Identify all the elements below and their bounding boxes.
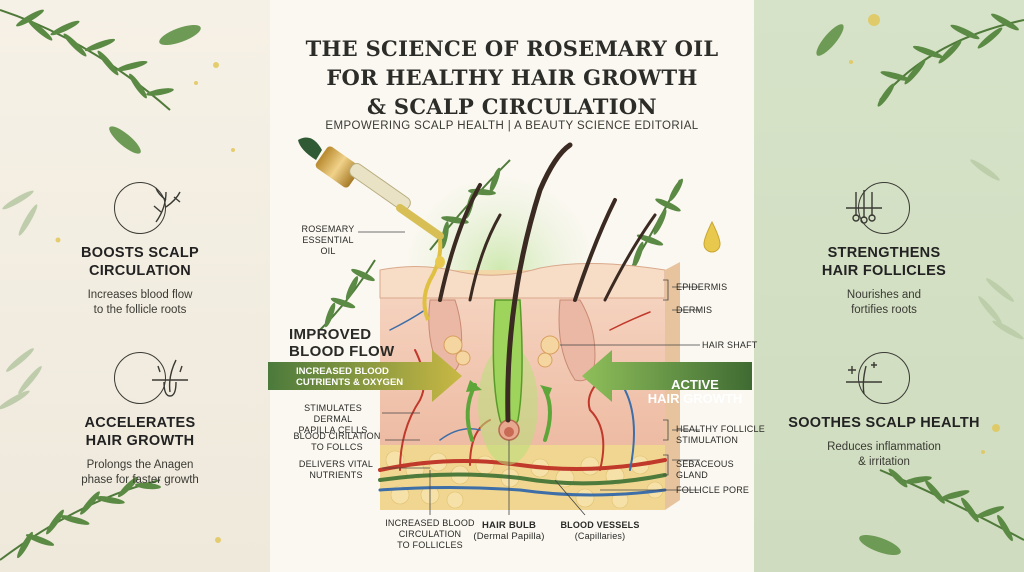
label-follicle-pore: FOLLICLE PORE bbox=[676, 485, 750, 495]
oil-drop-icon bbox=[703, 220, 721, 253]
title-line-2: FOR HEALTHY HAIR GROWTH bbox=[326, 65, 698, 90]
rosemary-sprig-top-right bbox=[877, 13, 1024, 107]
rosemary-sprig-mid-right bbox=[970, 159, 1024, 340]
feature-boosts-circulation: BOOSTS SCALP CIRCULATION Increases blood … bbox=[30, 182, 250, 318]
leaf-decoration bbox=[159, 25, 201, 45]
label-text: NUTRIENTS bbox=[309, 470, 363, 480]
follicle-pockets bbox=[428, 299, 596, 382]
sebaceous-glands bbox=[443, 335, 560, 368]
label-hair-shaft: HAIR SHAFT bbox=[702, 340, 758, 350]
feature-description: Nourishes and bbox=[846, 289, 922, 301]
label-text: CIRCULATION bbox=[398, 529, 462, 539]
feature-description: & irritation bbox=[858, 456, 910, 468]
feature-description: Reduces inflammation bbox=[827, 441, 941, 453]
blood-vessels bbox=[378, 309, 667, 497]
rosemary-sprig-bottom-left bbox=[0, 476, 161, 561]
label-text: HAIR BULB bbox=[481, 520, 537, 531]
feature-description: Prolongs the Anagen bbox=[86, 459, 194, 471]
label-text: GLAND bbox=[676, 470, 709, 480]
rosemary-sprig-mid-left bbox=[0, 190, 42, 410]
label-blood-circulation: BLOOD CIRILATION TO FOLLCS bbox=[290, 431, 384, 453]
feature-icon-frame bbox=[114, 352, 166, 404]
leaf-decoration bbox=[859, 535, 901, 555]
label-text: SEBACEOUS bbox=[676, 459, 734, 469]
label-text: (Capillaries) bbox=[574, 531, 626, 541]
feature-description: to the follicle roots bbox=[93, 304, 187, 316]
feature-title: CIRCULATION bbox=[88, 263, 192, 279]
circulation-arrowhead bbox=[466, 380, 482, 392]
label-text: HAIR GROWTH bbox=[647, 391, 743, 406]
feature-icon-frame bbox=[114, 182, 166, 234]
label-text: BLOOD FLOW bbox=[289, 343, 395, 360]
feature-description: Increases blood flow bbox=[87, 289, 193, 301]
label-text: IMPROVED bbox=[289, 326, 372, 343]
label-text: BLOOD CIRILATION bbox=[293, 431, 381, 441]
label-text: INCREASED BLOOD bbox=[296, 366, 389, 377]
label-text: TO FOLLICLES bbox=[397, 540, 463, 550]
label-sebaceous-gland: SEBACEOUS GLAND bbox=[676, 459, 734, 481]
label-blood-vessels: BLOOD VESSELS (Capillaries) bbox=[560, 520, 640, 542]
label-increased-circulation: INCREASED BLOOD CIRCULATION TO FOLLICLES bbox=[380, 518, 480, 551]
label-increased-nutrients: INCREASED BLOOD CUTRIENTS & OXYGEN bbox=[296, 366, 403, 388]
feature-icon-frame bbox=[858, 352, 910, 404]
label-healthy-follicle: HEALTHY FOLLICLE STIMULATION bbox=[676, 424, 765, 446]
feature-title: HAIR FOLLICLES bbox=[821, 263, 947, 279]
leaf-decoration bbox=[816, 24, 844, 56]
label-text: (Dermal Papilla) bbox=[473, 531, 545, 542]
feature-title: STRENGTHENS bbox=[827, 245, 941, 261]
label-active-hair-growth: ACTIVE HAIR GROWTH bbox=[640, 378, 750, 406]
label-text: CUTRIENTS & OXYGEN bbox=[296, 377, 404, 388]
rosemary-sprig-center-lower-left bbox=[319, 259, 376, 331]
oil-dropper-icon bbox=[298, 137, 445, 321]
page-subtitle: EMPOWERING SCALP HEALTH | A BEAUTY SCIEN… bbox=[325, 120, 699, 132]
label-stimulates-papilla: STIMULATES DERMAL PAPILLA CELLS bbox=[285, 403, 381, 436]
leaf-decoration bbox=[109, 126, 141, 154]
rosemary-sprig-bottom-right bbox=[879, 468, 1024, 542]
label-text: HEALTHY FOLLICLE bbox=[676, 424, 765, 434]
label-text: ACTIVE bbox=[671, 377, 719, 392]
feature-description: fortifies roots bbox=[851, 304, 917, 316]
label-hair-bulb: HAIR BULB (Dermal Papilla) bbox=[469, 520, 549, 542]
feature-title: BOOSTS SCALP bbox=[81, 245, 199, 261]
label-text: ROSEMARY bbox=[301, 224, 355, 234]
label-text: DELIVERS VITAL bbox=[298, 459, 374, 469]
left-panel bbox=[0, 0, 270, 572]
label-epidermis: EPIDERMIS bbox=[676, 282, 728, 292]
label-text: PAPILLA CELLS bbox=[298, 425, 368, 435]
arrow-increased-blood bbox=[268, 350, 462, 402]
page-title: THE SCIENCE OF ROSEMARY OIL FOR HEALTHY … bbox=[270, 34, 754, 121]
label-text: STIMULATION bbox=[676, 435, 739, 445]
rosemary-sprig-center-right bbox=[629, 178, 683, 271]
label-delivers-nutrients: DELIVERS VITAL NUTRIENTS bbox=[290, 459, 382, 481]
title-line-3: & SCALP CIRCULATION bbox=[367, 94, 657, 119]
feature-accelerates-growth: ACCELERATES HAIR GROWTH Prolongs the Anag… bbox=[30, 352, 250, 488]
dermal-papilla bbox=[504, 427, 514, 437]
circulation-arrowhead bbox=[540, 385, 552, 398]
feature-icon-frame bbox=[858, 182, 910, 234]
feature-soothes-scalp: SOOTHES SCALP HEALTH Reduces inflammatio… bbox=[774, 352, 994, 470]
label-text: STIMULATES DERMAL bbox=[304, 403, 362, 424]
feature-title: HAIR GROWTH bbox=[85, 433, 195, 449]
feature-title: ACCELERATES bbox=[84, 415, 196, 431]
feature-title: SOOTHES SCALP HEALTH bbox=[788, 415, 980, 431]
oil-droplets bbox=[55, 14, 1000, 543]
label-dermis: DERMIS bbox=[676, 305, 713, 315]
label-text: INCREASED BLOOD bbox=[385, 518, 475, 528]
title-line-1: THE SCIENCE OF ROSEMARY OIL bbox=[305, 36, 719, 61]
label-improved-blood-flow: IMPROVED BLOOD FLOW bbox=[289, 326, 394, 360]
label-text: ESSENTIAL OIL bbox=[302, 235, 354, 256]
label-text: TO FOLLCS bbox=[311, 442, 363, 452]
arrow-active-growth bbox=[582, 350, 752, 402]
leader-lines bbox=[358, 231, 700, 516]
rosemary-sprig-top-left bbox=[0, 9, 174, 111]
label-rosemary-oil: ROSEMARY ESSENTIAL OIL bbox=[296, 224, 360, 257]
label-text: BLOOD VESSELS bbox=[560, 520, 640, 530]
feature-description: phase for faster growth bbox=[81, 474, 199, 486]
feature-strengthens-follicles: STRENGTHENS HAIR FOLLICLES Nourishes and f… bbox=[774, 182, 994, 318]
hair-shafts bbox=[438, 142, 657, 423]
